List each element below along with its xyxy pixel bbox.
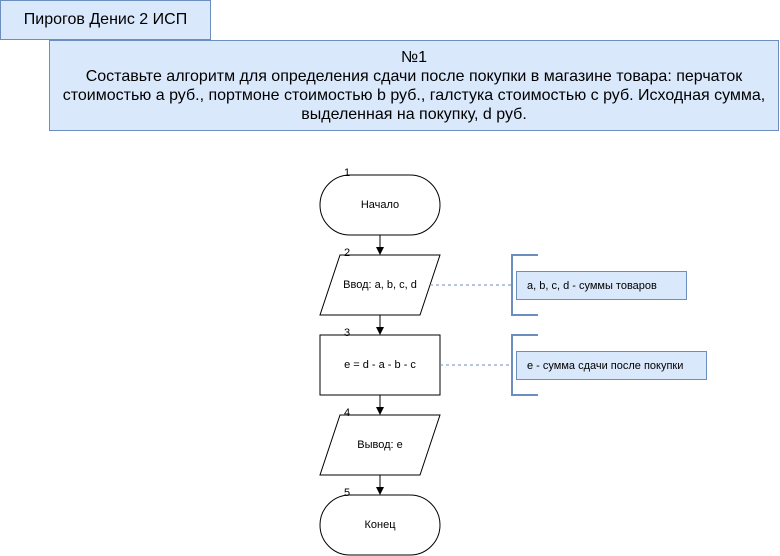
block-index-5: 5: [344, 487, 351, 499]
start-label: Начало: [360, 199, 400, 211]
annotation-note-1: a, b, c, d - суммы товаров: [516, 271, 687, 300]
task-box: №1 Составьте алгоритм для определения сд…: [49, 40, 779, 131]
end-label: Конец: [364, 519, 396, 531]
process-label: e = d - a - b - c: [344, 359, 416, 371]
task-number: №1: [400, 48, 428, 66]
author-text: Пирогов Денис 2 ИСП: [23, 11, 188, 28]
output-parallelogram: [319, 414, 441, 476]
input-parallelogram: [319, 254, 441, 316]
block-index-3: 3: [344, 327, 351, 339]
block-index-4: 4: [344, 407, 351, 419]
input-label: Ввод: a, b, c, d: [343, 279, 417, 291]
output-label: Вывод: e: [357, 439, 403, 451]
author-label: Пирогов Денис 2 ИСП: [0, 0, 211, 40]
end-terminator: [319, 494, 441, 556]
annotation-text-1: a, b, c, d - суммы товаров: [527, 279, 657, 292]
block-index-1: 1: [344, 167, 351, 179]
block-index-2: 2: [344, 247, 351, 259]
annotation-note-2: e - сумма сдачи после покупки: [516, 351, 707, 380]
annotation-text-2: e - сумма сдачи после покупки: [527, 359, 684, 372]
annotation-bracket-1: [511, 254, 538, 316]
task-text: Составьте алгоритм для определения сдачи…: [62, 67, 766, 123]
annotation-bracket-2: [511, 334, 538, 396]
